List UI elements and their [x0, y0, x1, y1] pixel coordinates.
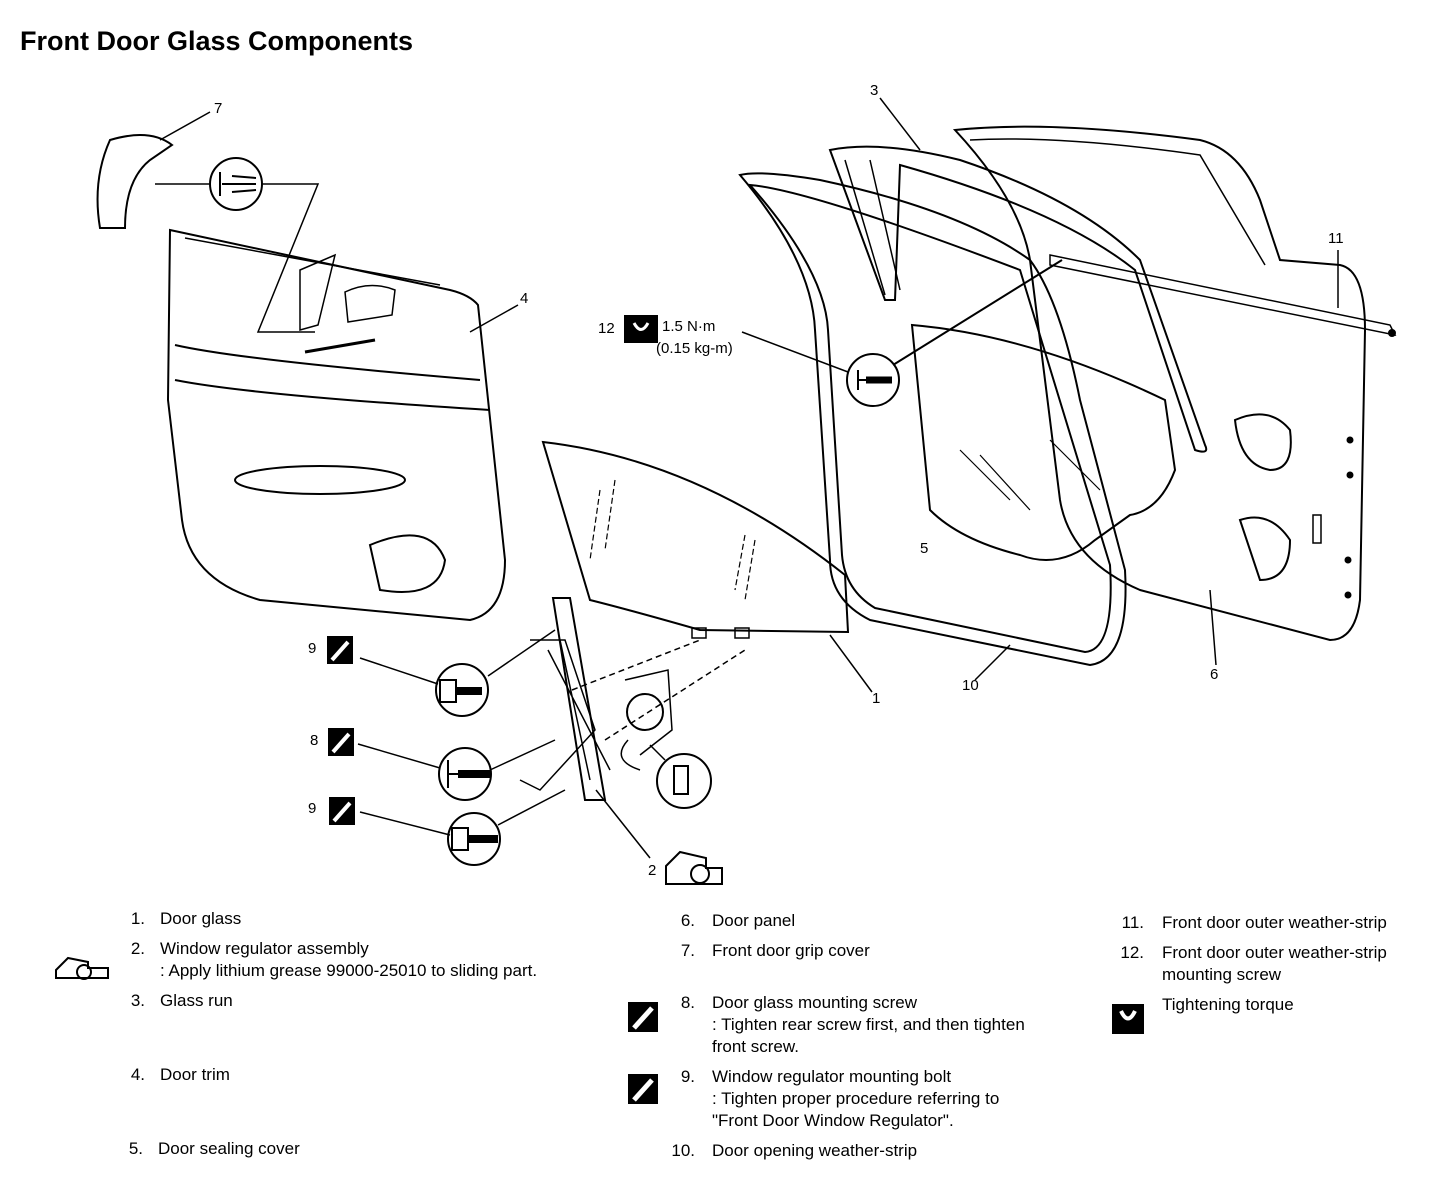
door-panel-part	[952, 125, 1367, 642]
tighten-order-icon-legend-2	[628, 1074, 658, 1104]
tighten-order-icon-3	[329, 797, 355, 825]
bolt-detail-icon-2	[447, 812, 501, 866]
outer-weather-strip-part	[1049, 254, 1397, 337]
torque-value-kgm: (0.15 kg-m)	[656, 340, 733, 357]
callout-2: 2	[648, 862, 657, 879]
door-glass-part	[541, 440, 850, 639]
weather-strip-part	[738, 172, 1127, 667]
torque-wrench-icon-legend	[1112, 1004, 1144, 1034]
exploded-diagram	[96, 97, 1397, 885]
door-trim-part	[166, 228, 507, 622]
callout-3: 3	[870, 82, 879, 99]
torque-wrench-icon	[624, 315, 658, 343]
callout-12: 12	[598, 320, 615, 337]
connector-detail-icon	[649, 744, 712, 809]
tighten-order-icon-legend	[628, 1002, 658, 1032]
sealing-cover-part	[910, 323, 1177, 561]
tighten-order-icon	[327, 636, 353, 664]
clip-detail-icon	[209, 157, 263, 211]
callout-7: 7	[214, 100, 223, 117]
glass-run-part	[828, 145, 1208, 453]
grease-gun-icon-legend	[55, 956, 109, 980]
grip-cover-part	[96, 134, 174, 229]
page-title: Front Door Glass Components	[20, 26, 414, 56]
callout-4: 4	[520, 290, 529, 307]
callout-10: 10	[962, 677, 979, 694]
outer-strip-screw-detail-icon	[846, 353, 900, 407]
screw-detail-icon	[438, 747, 492, 801]
callout-5: 5	[920, 540, 929, 557]
callout-11: 11	[1328, 230, 1344, 247]
callout-6: 6	[1210, 666, 1219, 683]
bolt-detail-icon	[435, 663, 489, 717]
window-regulator-part	[519, 597, 746, 801]
callout-9-lower: 9	[308, 800, 317, 817]
torque-value-nm: 1.5 N·m	[662, 318, 716, 335]
tighten-order-icon-2	[328, 728, 354, 756]
callout-1: 1	[872, 690, 881, 707]
callout-9-upper: 9	[308, 640, 317, 657]
callout-8: 8	[310, 732, 319, 749]
grease-gun-icon	[665, 850, 723, 885]
